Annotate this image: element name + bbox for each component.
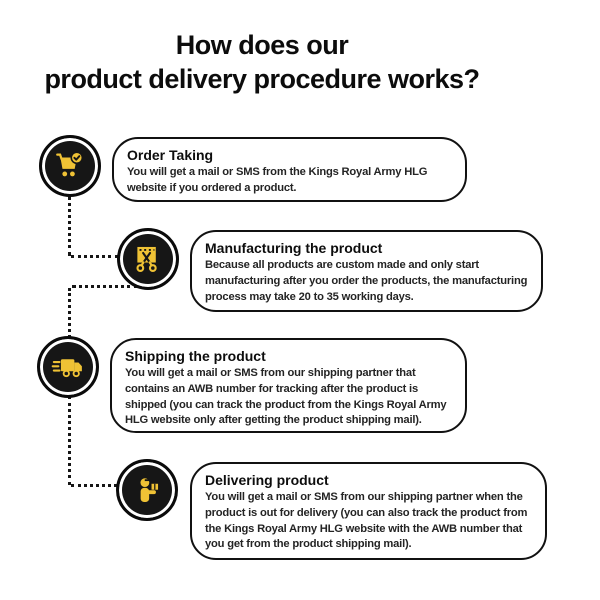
connector-step2-vertical	[68, 288, 71, 338]
step-1-card: Order Taking You will get a mail or SMS …	[112, 137, 467, 202]
connector-step1-vertical	[68, 196, 71, 256]
step-2-body: Because all products are custom made and…	[205, 259, 528, 303]
step-1-title: Order Taking	[127, 147, 214, 163]
connector-step1-horizontal	[71, 255, 118, 258]
step-3-title: Shipping the product	[125, 348, 266, 364]
step-4-body: You will get a mail or SMS from our ship…	[205, 491, 528, 551]
step-2-card: Manufacturing the product Because all pr…	[190, 230, 543, 312]
step-3-badge	[37, 336, 99, 398]
step-1-badge	[39, 135, 101, 197]
step-2-title: Manufacturing the product	[205, 240, 383, 256]
step-1-body: You will get a mail or SMS from the King…	[127, 166, 428, 194]
connector-step3-horizontal	[71, 484, 117, 487]
page-title: How does our product delivery procedure …	[0, 28, 524, 96]
step-4-badge	[116, 459, 178, 521]
step-3-body: You will get a mail or SMS from our ship…	[125, 367, 447, 427]
step-2-badge	[117, 228, 179, 290]
page-title-line2: product delivery procedure works?	[44, 64, 480, 94]
delivery-person-icon	[140, 478, 159, 503]
cart-check-icon	[56, 151, 84, 177]
step-4-title: Delivering product	[205, 472, 329, 488]
connector-step2-horizontal	[72, 285, 138, 288]
scissors-fabric-icon	[136, 246, 157, 272]
step-3-card: Shipping the product You will get a mail…	[110, 338, 467, 433]
step-4-card: Delivering product You will get a mail o…	[190, 462, 547, 560]
delivery-truck-icon	[51, 359, 82, 378]
page-title-line1: How does our	[175, 30, 349, 60]
connector-step3-vertical	[68, 396, 71, 485]
